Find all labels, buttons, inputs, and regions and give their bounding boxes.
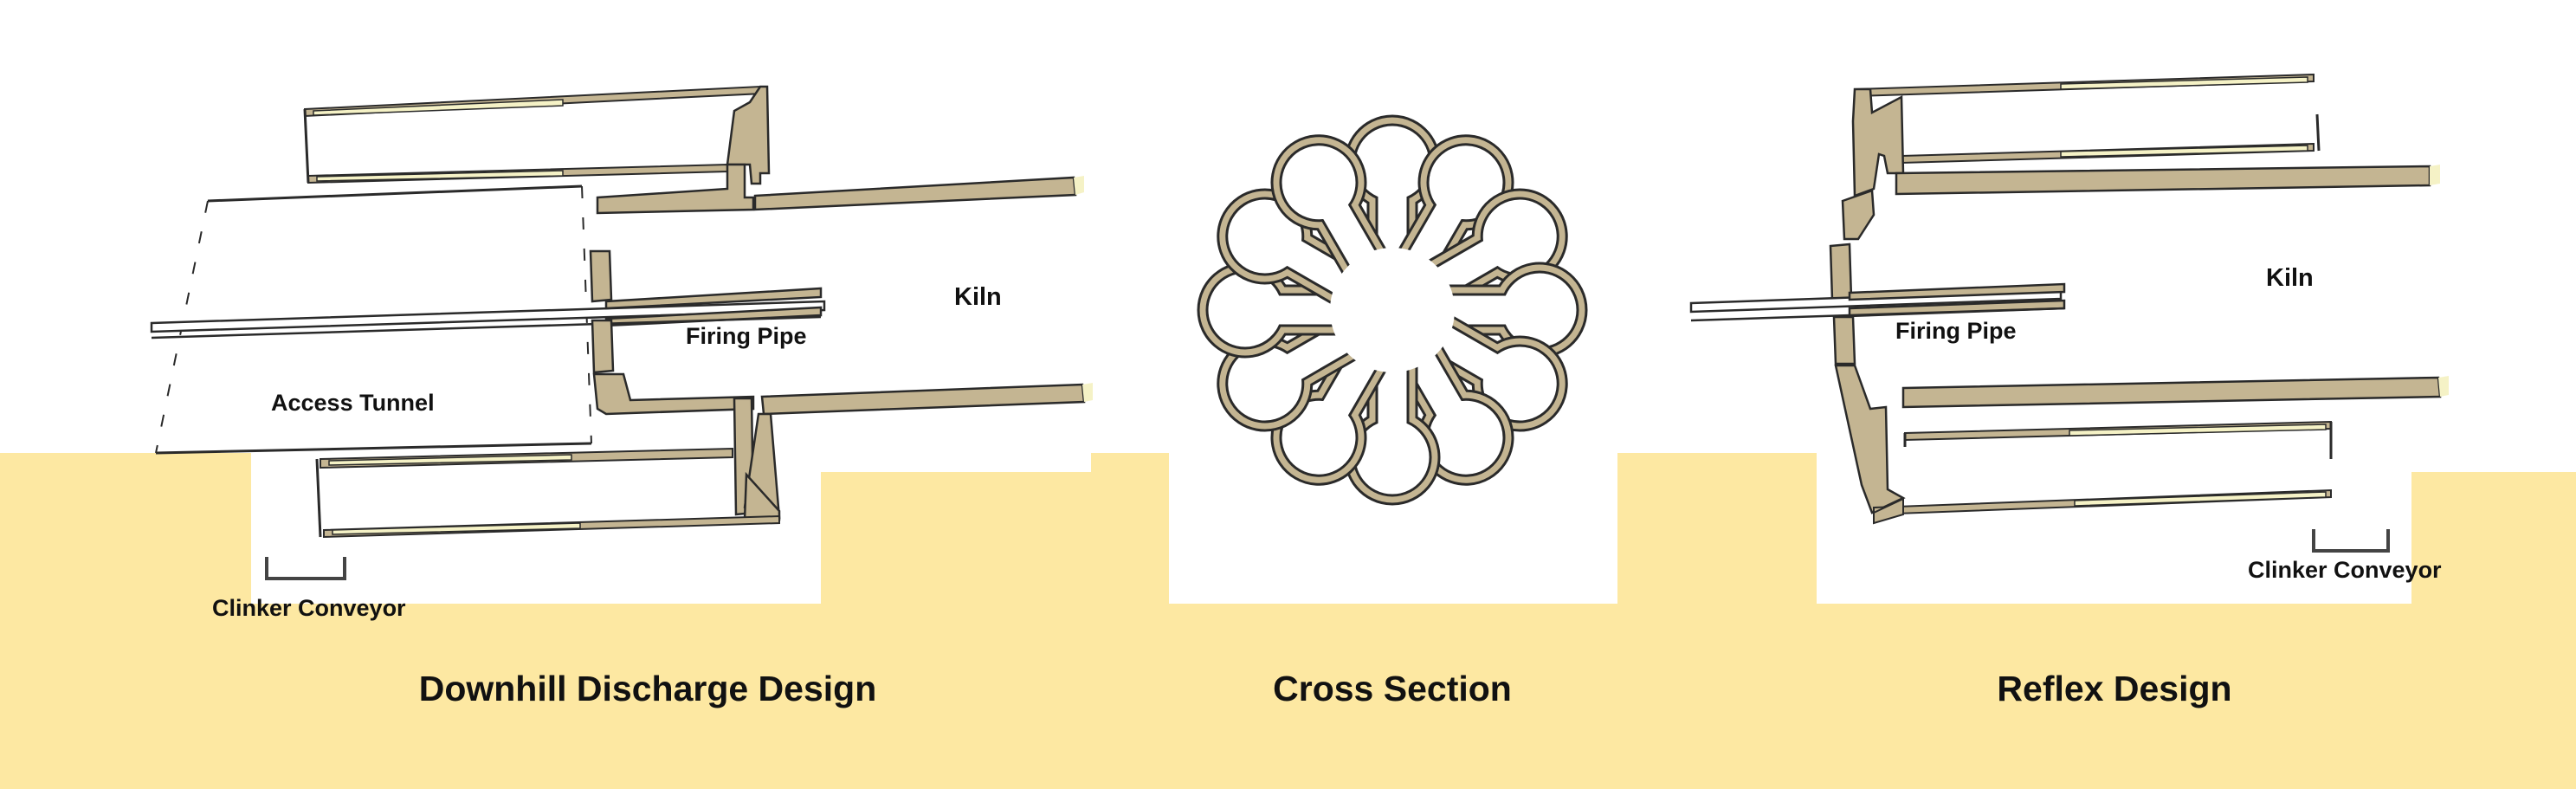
upper-conveyor-slot: [303, 85, 764, 184]
cross-section-lobes: [1197, 114, 1588, 506]
clinker-conveyor: [265, 557, 346, 580]
reflex-upper-conveyor-slot: [1854, 73, 2321, 165]
access-tunnel-label: Access Tunnel: [271, 390, 435, 416]
cross-section-lobe: [1270, 340, 1390, 486]
firing-pipe: [150, 287, 826, 340]
kiln-front-wall: [589, 249, 755, 416]
cross-section-lobe: [1395, 134, 1514, 280]
reflex-firing-pipe: [1689, 282, 2066, 322]
reflex-lower-wall: [1832, 315, 2449, 514]
firing-pipe-label: Firing Pipe: [686, 323, 807, 349]
downhill-discharge-design: Kiln Firing Pipe Access Tunnel Clinker C…: [150, 85, 1093, 708]
cross-section: Cross Section: [1197, 114, 1588, 708]
kiln-lower-wall: [733, 383, 1093, 521]
cross-section-lobe: [1423, 313, 1568, 432]
cross-section-center: [1330, 248, 1455, 372]
lower-conveyor-slot: [315, 447, 780, 539]
downhill-title: Downhill Discharge Design: [419, 669, 877, 708]
reflex-kiln-label: Kiln: [2266, 264, 2314, 292]
reflex-lower-conveyor-slot: [1873, 420, 2333, 525]
reflex-title: Reflex Design: [1997, 669, 2231, 708]
reflex-upper-wall: [1829, 87, 2440, 301]
reflex-clinker-conveyor: [2312, 529, 2390, 553]
cross-section-lobe: [1270, 134, 1390, 280]
clinker-conveyor-label: Clinker Conveyor: [212, 595, 406, 621]
ground: [0, 453, 2576, 789]
kiln-label: Kiln: [954, 283, 1002, 311]
reflex-firing-pipe-label: Firing Pipe: [1895, 318, 2017, 344]
reflex-clinker-conveyor-label: Clinker Conveyor: [2248, 557, 2442, 583]
cross-section-title: Cross Section: [1273, 669, 1512, 708]
kiln-upper-wall: [596, 85, 1084, 215]
reflex-design: Kiln Firing Pipe Clinker Conveyor Reflex…: [1689, 73, 2449, 708]
